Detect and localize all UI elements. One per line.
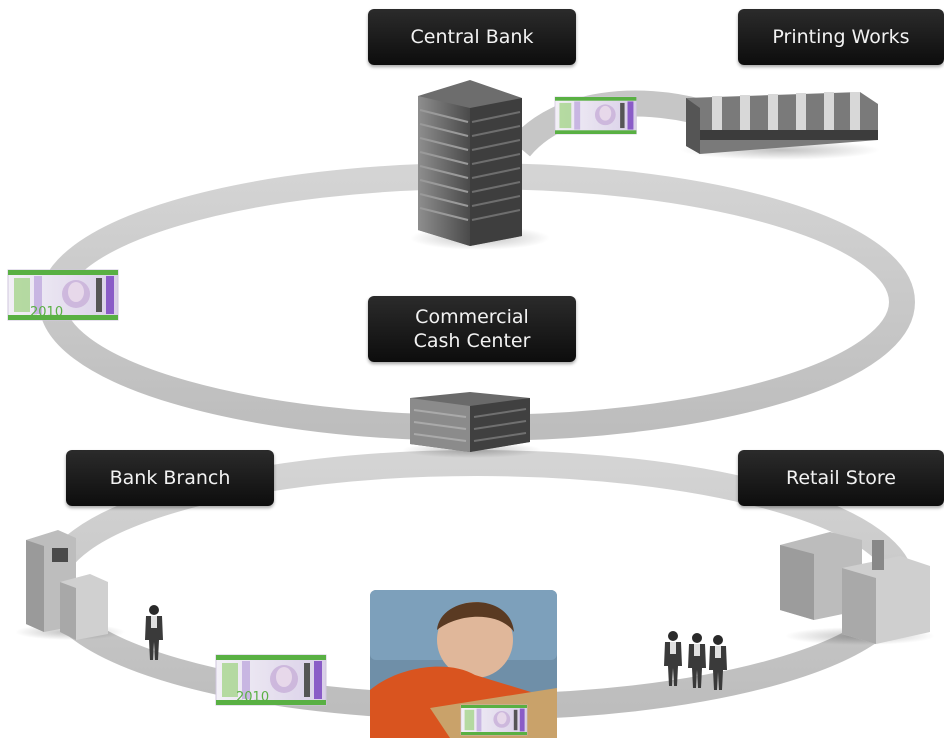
bank-branch-label-text: Bank Branch bbox=[109, 467, 231, 489]
label-central-bank: Central Bank bbox=[368, 9, 576, 65]
banknote-photo bbox=[460, 704, 528, 736]
cash-center-label-line2: Cash Center bbox=[413, 330, 531, 352]
retail-machines bbox=[780, 532, 935, 645]
printing-works-label-text: Printing Works bbox=[772, 26, 910, 48]
central-bank-label-text: Central Bank bbox=[410, 26, 534, 48]
label-retail-store: Retail Store bbox=[738, 450, 944, 506]
label-bank-branch: Bank Branch bbox=[66, 450, 274, 506]
cash-center-label-line1: Commercial bbox=[415, 306, 529, 328]
label-commercial-cash-center: Commercial Cash Center bbox=[368, 296, 576, 362]
banknote-year-bottom: 2010 bbox=[236, 690, 269, 705]
banknote-bottom bbox=[215, 654, 327, 706]
central-bank-building bbox=[410, 80, 550, 250]
banknote-printing bbox=[554, 96, 637, 135]
retail-store-label-text: Retail Store bbox=[786, 467, 896, 489]
label-printing-works: Printing Works bbox=[738, 9, 944, 65]
cash-center-building bbox=[402, 392, 542, 458]
banknote-year-left: 2010 bbox=[30, 305, 63, 320]
printing-press bbox=[680, 92, 880, 160]
atm-machines bbox=[15, 530, 125, 640]
